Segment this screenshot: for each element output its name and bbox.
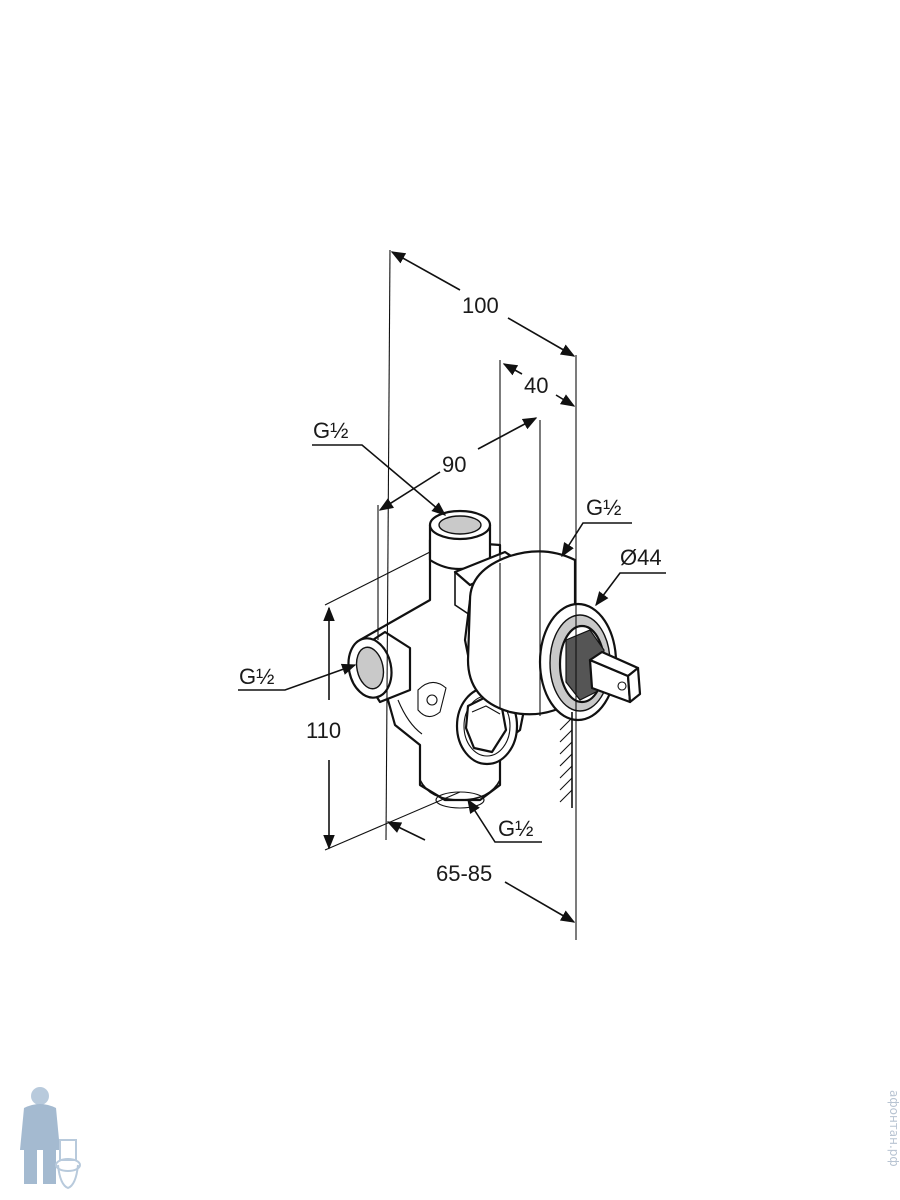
dim-cap-diameter: Ø44 [620,545,662,570]
label-right-port: G½ [586,495,621,520]
watermark-text: афонтан.рф [887,1090,900,1167]
connection-labels: G½ G½ G½ G½ [239,418,621,841]
dimension-lines [323,251,576,923]
label-top-port: G½ [313,418,348,443]
dim-height: 110 [306,718,341,743]
dim-install-depth: 65-85 [436,861,492,886]
leader-lines [238,444,666,843]
dim-width-total: 100 [462,293,499,318]
label-bottom-port: G½ [498,816,533,841]
plumber-mascot-icon [20,1087,81,1190]
label-left-port: G½ [239,664,274,689]
valve-body [347,509,642,809]
extension-lines [324,249,577,940]
dim-cap-depth: 40 [524,373,548,398]
dim-body-width: 90 [442,452,466,477]
dimension-labels: 100 40 90 110 65-85 Ø44 [306,293,662,886]
